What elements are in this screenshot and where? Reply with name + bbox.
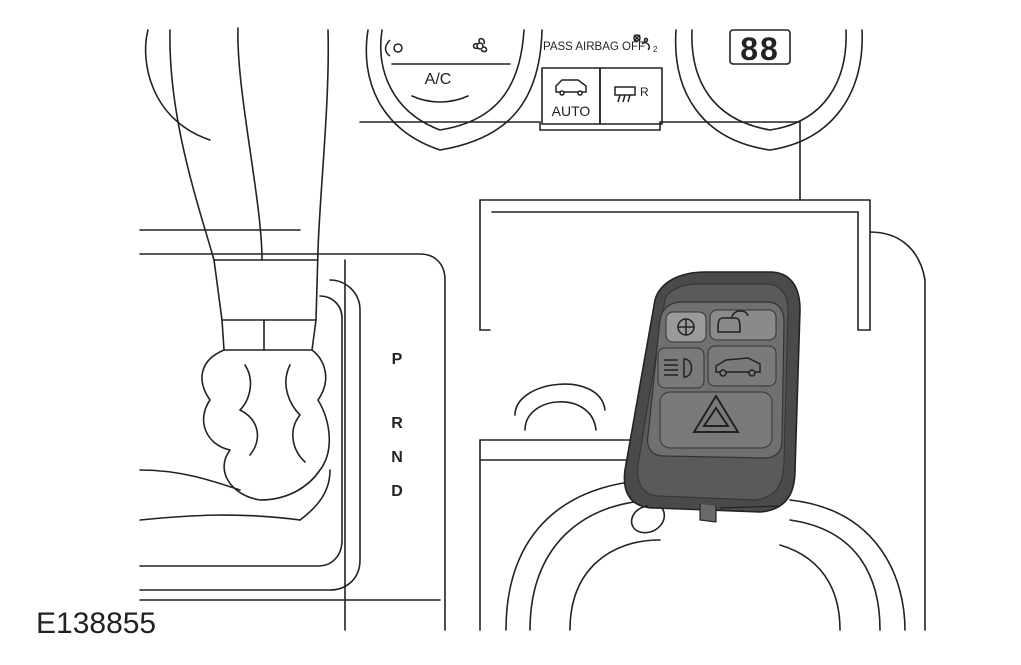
key-fob [623, 271, 801, 534]
key-ring [630, 504, 781, 534]
rear-defrost-label: R [640, 85, 649, 99]
left-climate-dial [365, 29, 543, 151]
key-lock-button[interactable] [665, 311, 707, 343]
key-hazard-button[interactable] [659, 391, 773, 449]
figure-id: E138855 [36, 607, 156, 640]
gear-position-n: N [391, 449, 403, 466]
airbag-icon-subscript: 2 [653, 45, 658, 54]
key-headlamp-button[interactable] [657, 347, 705, 389]
rear-defrost-icon [614, 86, 636, 103]
climate-panel [144, 29, 863, 201]
center-console [479, 199, 926, 631]
rear-defrost-button[interactable] [599, 67, 663, 125]
gear-lever [139, 27, 331, 521]
ac-label: A/C [425, 71, 452, 88]
gear-position-r: R [391, 415, 403, 432]
headlamp-icon [664, 358, 693, 378]
gear-position-p: P [392, 351, 403, 368]
recirculation-icon [384, 39, 403, 57]
right-climate-dial [674, 29, 863, 151]
gear-selector-housing [139, 229, 446, 631]
lock-icon [677, 318, 695, 336]
tailgate-icon [715, 357, 761, 377]
key-tailgate-button[interactable] [707, 345, 777, 387]
hazard-icon [692, 394, 740, 433]
temperature-display-frame [729, 29, 791, 65]
gear-position-d: D [391, 483, 403, 500]
car-icon [555, 79, 587, 96]
unlock-icon [717, 310, 749, 333]
key-unlock-button[interactable] [709, 309, 777, 341]
fan-icon [472, 37, 488, 53]
airbag-icon [633, 34, 651, 51]
cupholder-small [514, 383, 606, 431]
temperature-display: 88 [740, 31, 780, 67]
auto-label: AUTO [552, 103, 591, 119]
passenger-airbag-label: PASS AIRBAG OFF [543, 41, 645, 53]
